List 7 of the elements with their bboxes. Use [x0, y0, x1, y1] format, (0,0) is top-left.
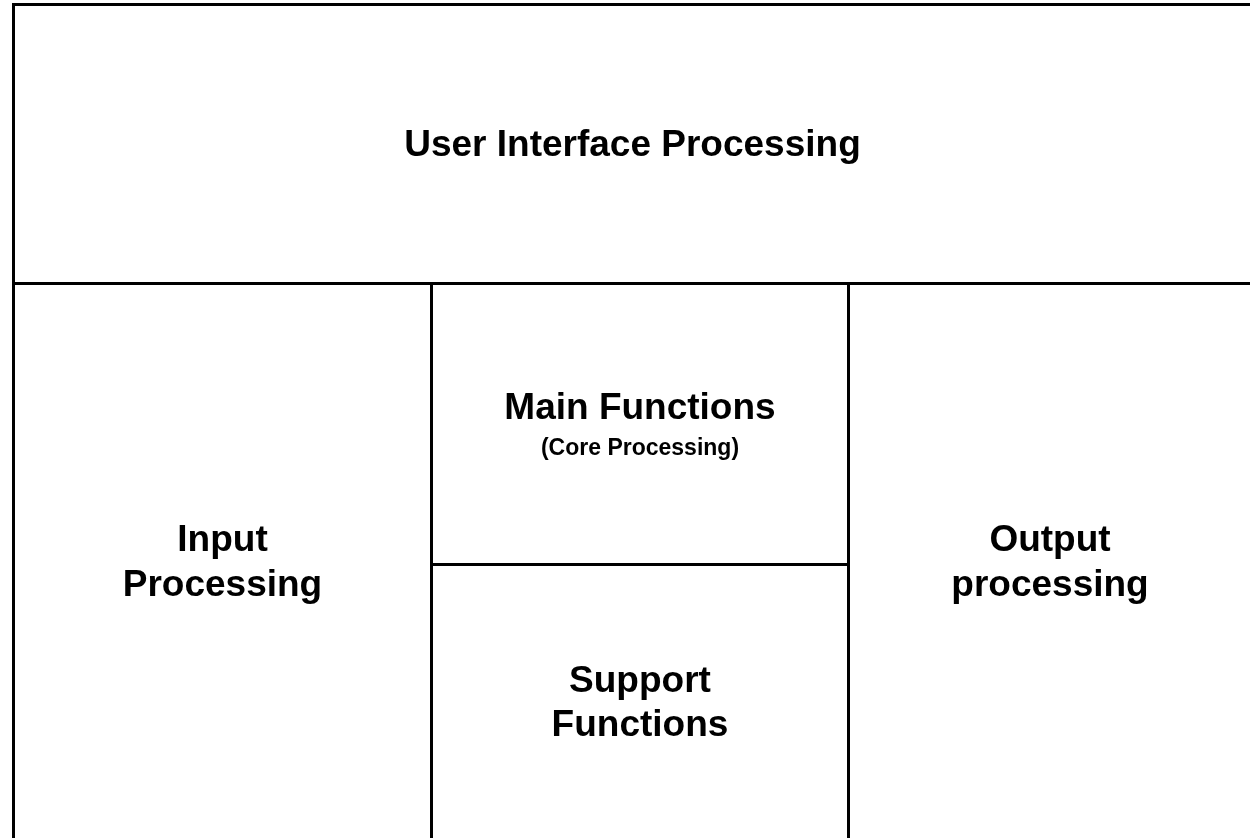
- box-label: Main Functions: [504, 384, 776, 429]
- box-label: User Interface Processing: [404, 121, 861, 166]
- box-label: Output processing: [950, 517, 1150, 606]
- box-label: Support Functions: [550, 657, 730, 746]
- box-sublabel: (Core Processing): [540, 433, 740, 463]
- box-label: Input Processing: [121, 517, 324, 606]
- process-box: [12, 3, 1250, 285]
